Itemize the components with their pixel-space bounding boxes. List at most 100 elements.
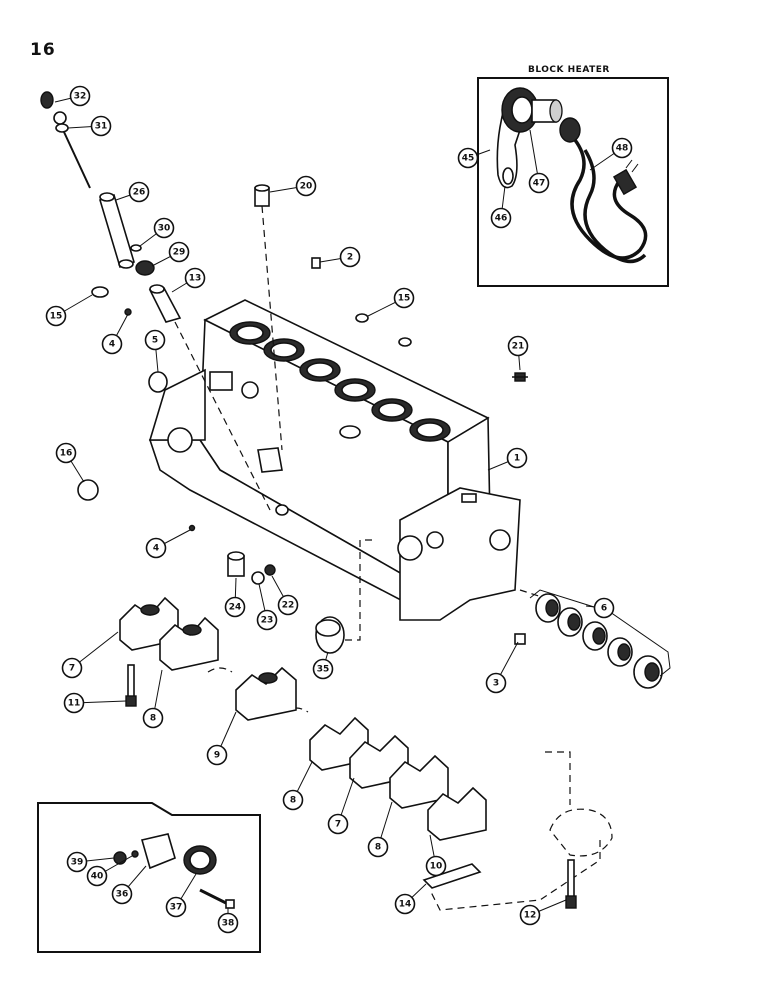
- callout-5: 5: [144, 329, 166, 373]
- callout-label: 35: [317, 665, 330, 675]
- camshaft-bearings: [535, 593, 663, 689]
- callout-4: 4: [145, 529, 191, 559]
- callout-label: 46: [495, 214, 508, 224]
- callout-label: 5: [152, 336, 158, 346]
- callout-36: 36: [111, 865, 147, 905]
- assembly-line-bracket: [429, 751, 601, 911]
- callout-label: 31: [95, 122, 108, 132]
- bolt-11: [125, 664, 137, 707]
- callout-circle: [593, 597, 615, 619]
- callout-label: 11: [68, 699, 81, 709]
- callout-circle: [63, 692, 85, 714]
- callout-circle: [55, 442, 77, 464]
- plug-2: [311, 257, 321, 269]
- callout-label: 15: [398, 294, 411, 304]
- callout-label: 45: [462, 154, 475, 164]
- callout-label: 32: [74, 92, 87, 102]
- block-heater-title: BLOCK HEATER: [528, 65, 610, 75]
- callout-label: 12: [524, 911, 537, 921]
- callout-circle: [367, 836, 389, 858]
- callout-circle: [256, 609, 278, 631]
- callout-46: 46: [490, 185, 512, 229]
- callout-circle: [506, 447, 528, 469]
- callout-label: 10: [430, 862, 443, 872]
- callout-label: 30: [158, 224, 171, 234]
- bolt-12: [565, 859, 577, 909]
- callout-circle: [142, 707, 164, 729]
- callout-circle: [312, 658, 334, 680]
- nut-39: [113, 851, 127, 865]
- callout-circle: [153, 217, 175, 239]
- callout-label: 2: [347, 253, 353, 263]
- callout-8: 8: [367, 801, 393, 858]
- callout-14: 14: [394, 883, 427, 915]
- plug-15-side: [398, 337, 412, 347]
- callout-21: 21: [507, 335, 529, 371]
- lock-plate-14: [422, 863, 482, 889]
- callout-circle: [393, 287, 415, 309]
- bearing-cap-8-lower: [389, 754, 449, 809]
- callout-label: 13: [189, 274, 202, 284]
- plug-20: [254, 184, 270, 207]
- callout-22: 22: [271, 575, 299, 616]
- callout-label: 24: [229, 603, 242, 613]
- callout-label: 7: [69, 664, 75, 674]
- callout-47: 47: [528, 129, 550, 194]
- callout-7: 7: [327, 777, 355, 835]
- plug-3: [514, 633, 526, 645]
- callout-29: 29: [151, 241, 190, 267]
- callout-circle: [485, 672, 507, 694]
- callout-label: 4: [153, 544, 159, 554]
- callout-label: 47: [533, 179, 546, 189]
- callout-label: 7: [335, 820, 341, 830]
- callout-circle: [90, 115, 112, 137]
- fitting-22: [264, 564, 276, 576]
- callout-13: 13: [171, 267, 206, 293]
- callout-circle: [611, 137, 633, 159]
- callout-15: 15: [45, 294, 93, 327]
- bearing-cap-10: [427, 786, 487, 841]
- callout-circle: [507, 335, 529, 357]
- callout-label: 23: [261, 616, 274, 626]
- callout-label: 39: [71, 858, 84, 868]
- callout-10: 10: [425, 834, 447, 877]
- callout-37: 37: [165, 873, 197, 918]
- callout-circle: [224, 596, 246, 618]
- dipstick: [40, 91, 91, 189]
- callout-circle: [144, 329, 166, 351]
- callout-32: 32: [54, 85, 91, 107]
- callout-circle: [339, 246, 361, 268]
- callout-circle: [282, 789, 304, 811]
- callout-circle: [184, 267, 206, 289]
- callout-label: 20: [300, 182, 313, 192]
- callout-45: 45: [457, 147, 491, 169]
- callout-8: 8: [142, 669, 164, 729]
- callout-label: 3: [493, 679, 499, 689]
- callout-circle: [206, 744, 228, 766]
- callout-circle: [145, 537, 167, 559]
- clip: [135, 260, 155, 276]
- callout-label: 6: [601, 604, 607, 614]
- callout-circle: [277, 594, 299, 616]
- callout-circle: [128, 181, 150, 203]
- callout-3: 3: [485, 641, 519, 694]
- callout-circle: [165, 896, 187, 918]
- callout-circle: [101, 333, 123, 355]
- callout-circle: [295, 175, 317, 197]
- callout-circle: [66, 851, 88, 873]
- cylinder-block: [148, 299, 521, 621]
- callout-26: 26: [115, 181, 150, 203]
- callout-label: 40: [91, 872, 104, 882]
- callout-circle: [519, 904, 541, 926]
- callout-16: 16: [55, 442, 85, 483]
- callout-label: 4: [109, 340, 115, 350]
- callout-4: 4: [101, 313, 129, 355]
- callout-24: 24: [224, 577, 246, 618]
- callout-38: 38: [217, 908, 239, 934]
- callout-circle: [528, 172, 550, 194]
- washer-40: [131, 850, 139, 858]
- callout-circle: [457, 147, 479, 169]
- callout-label: 48: [616, 144, 629, 154]
- callout-label: 38: [222, 919, 235, 929]
- callout-label: 9: [214, 751, 220, 761]
